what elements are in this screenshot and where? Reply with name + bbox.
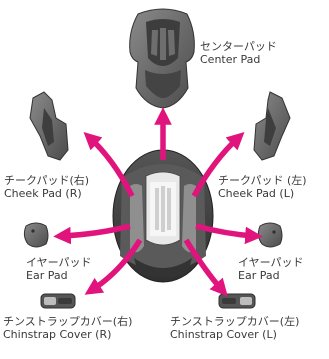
label-center-pad-en: Center Pad	[200, 53, 261, 66]
label-ear-pad-left-ja: イヤーパッド	[238, 256, 304, 269]
arrow-to-chinstrap-cover-right	[84, 238, 143, 295]
center-pad-image	[129, 8, 195, 109]
arrow-to-ear-pad-right	[53, 223, 131, 245]
label-chinstrap-cover-left-en: Chinstrap Cover (L)	[170, 328, 277, 341]
cheek-pad-left-image	[253, 91, 291, 161]
label-center-pad: センターパッド Center Pad	[200, 40, 277, 66]
label-cheek-pad-left-en: Cheek Pad (L)	[218, 187, 295, 200]
arrow-to-cheek-pad-right	[83, 132, 135, 198]
label-chinstrap-cover-right-en: Chinstrap Cover (R)	[3, 328, 112, 341]
label-center-pad-ja: センターパッド	[200, 40, 277, 53]
label-chinstrap-cover-left: チンストラップカバー(左) Chinstrap Cover (L)	[170, 315, 299, 341]
chinstrap-cover-left-image	[218, 293, 256, 309]
arrow-to-chinstrap-cover-left	[183, 238, 228, 297]
label-cheek-pad-right-en: Cheek Pad (R)	[4, 187, 82, 200]
ear-pad-right-image	[23, 222, 49, 248]
arrow-to-cheek-pad-left	[191, 132, 245, 198]
helmet-interior-image	[112, 149, 214, 283]
label-ear-pad-right-en: Ear Pad	[26, 269, 68, 282]
label-cheek-pad-left: チークパッド (左) Cheek Pad (L)	[218, 174, 307, 200]
arrow-to-ear-pad-left	[195, 223, 263, 245]
chinstrap-cover-right-image	[40, 293, 76, 309]
label-ear-pad-left: イヤーパッド Ear Pad	[238, 256, 304, 282]
label-cheek-pad-right: チークパッド(右) Cheek Pad (R)	[4, 174, 89, 200]
cheek-pad-right-image	[29, 91, 69, 161]
label-chinstrap-cover-right-ja: チンストラップカバー(右)	[3, 315, 133, 328]
label-chinstrap-cover-right: チンストラップカバー(右) Chinstrap Cover (R)	[3, 315, 132, 341]
label-ear-pad-left-en: Ear Pad	[238, 269, 280, 282]
label-cheek-pad-right-ja: チークパッド(右)	[4, 174, 90, 187]
label-cheek-pad-left-ja: チークパッド (左)	[218, 174, 307, 187]
ear-pad-left-image	[257, 222, 283, 248]
label-ear-pad-right: イヤーパッド Ear Pad	[26, 256, 92, 282]
arrows	[53, 107, 263, 297]
label-chinstrap-cover-left-ja: チンストラップカバー(左)	[170, 315, 300, 328]
label-ear-pad-right-ja: イヤーパッド	[26, 256, 92, 269]
